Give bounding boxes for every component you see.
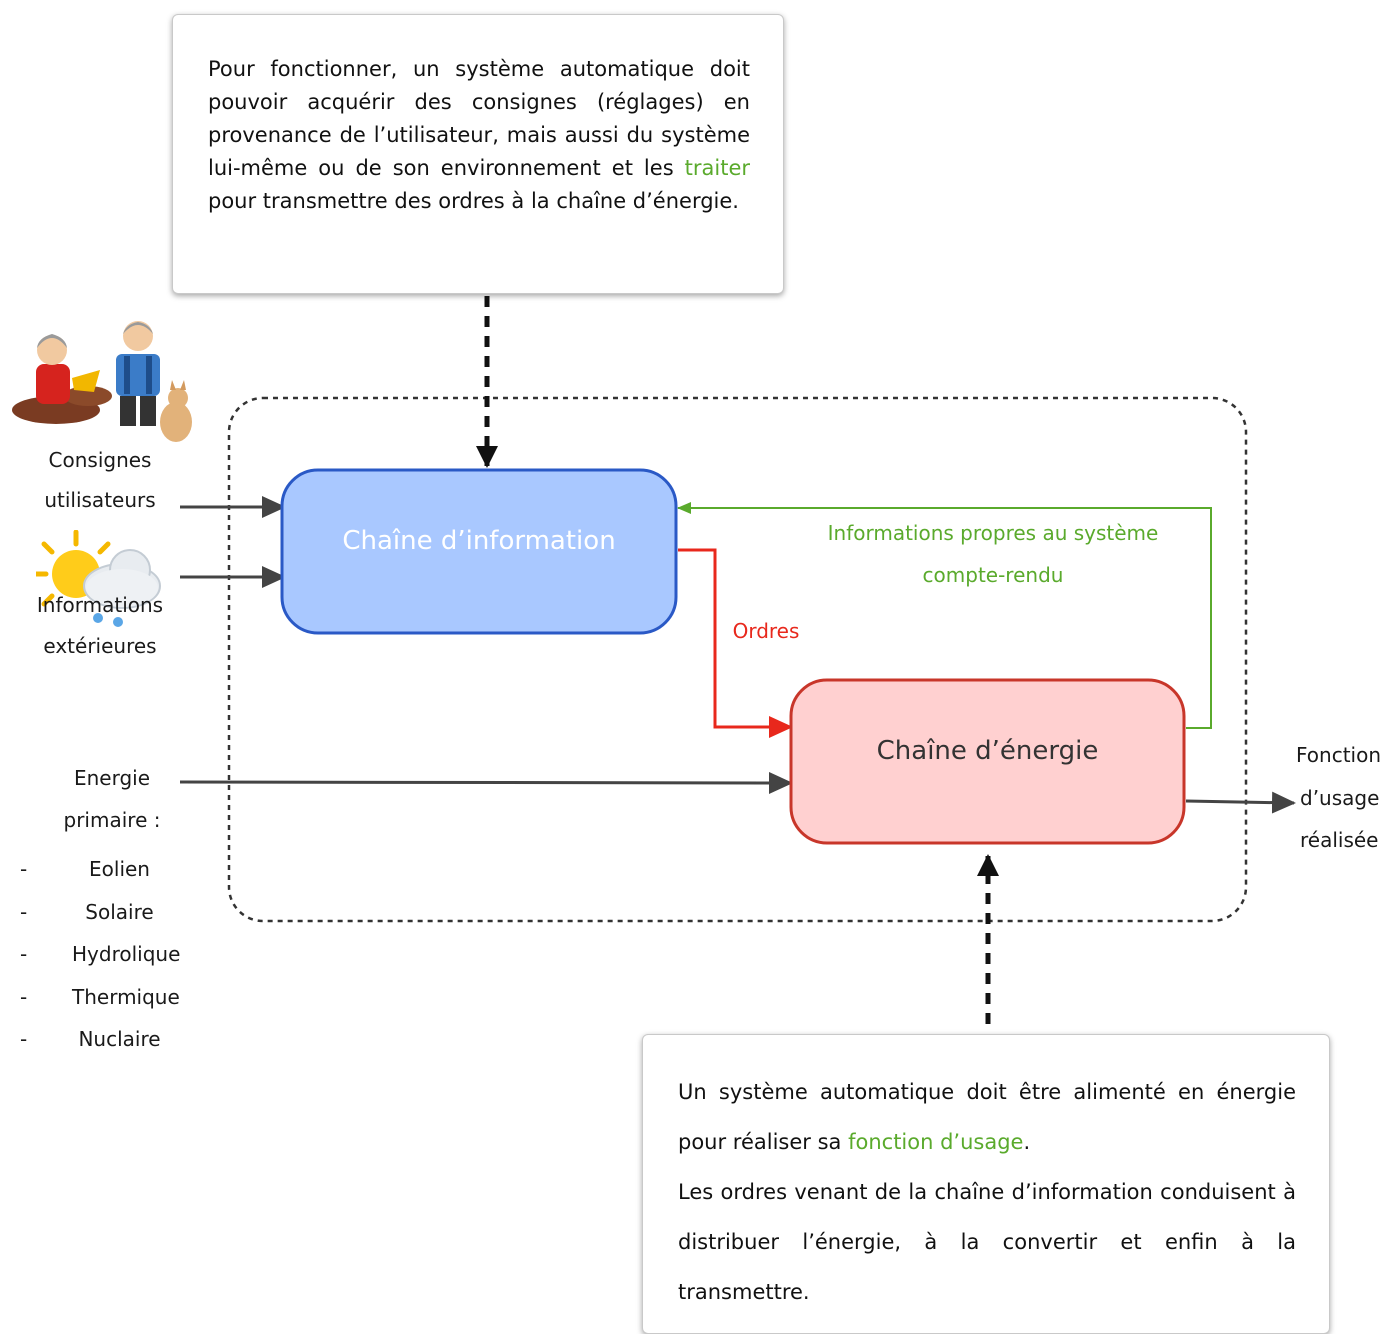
- energy-source-name: Hydrolique: [72, 942, 181, 967]
- system-boundary: [227, 396, 1248, 923]
- list-bullet: -: [20, 899, 28, 924]
- callout-information-chain: Pour fonctionner, un système automatique…: [172, 14, 784, 294]
- output-label-line-2: d’usage: [1300, 786, 1380, 810]
- list-bullet: -: [20, 1027, 28, 1052]
- energy-chain-block: [789, 678, 1186, 845]
- orders-label: Ordres: [732, 619, 800, 643]
- energy-source-name: Nuclaire: [78, 1027, 161, 1052]
- callout-information-chain-text: Pour fonctionner, un système automatique…: [208, 53, 750, 218]
- information-chain-block: [280, 468, 678, 635]
- external-input-label-line-1: Informations: [36, 593, 164, 617]
- callout-bottom-text-end: .: [1023, 1130, 1031, 1154]
- feedback-arrow: [677, 502, 1212, 729]
- callout-top-highlight: traiter: [684, 156, 750, 180]
- energy-source-item: - Nuclaire: [20, 1018, 167, 1061]
- output-label-line-3: réalisée: [1300, 828, 1379, 852]
- energy-input-arrow: [179, 771, 793, 794]
- energy-source-item: - Eolien: [20, 848, 167, 891]
- energy-source-item: - Thermique: [20, 976, 180, 1019]
- callout-bottom-paragraph-1: Un système automatique doit être aliment…: [678, 1067, 1296, 1167]
- list-bullet: -: [20, 942, 28, 967]
- information-chain-label: Chaîne d’information: [342, 526, 616, 556]
- energy-input-label-line-1: Energie: [73, 766, 151, 790]
- energy-source-list: -Eolien -Solaire -Hydrolique -Thermique …: [20, 848, 181, 1061]
- energy-input-label-line-2: primaire :: [63, 808, 161, 832]
- energy-source-name: Solaire: [85, 899, 154, 924]
- feedback-label-line-1: Informations propres au système: [827, 521, 1159, 545]
- feedback-label-line-2: compte-rendu: [922, 563, 1064, 587]
- family-figures-icon: [12, 321, 192, 442]
- output-arrow: [1185, 791, 1296, 814]
- external-input-label-line-2: extérieures: [43, 634, 157, 658]
- callout-top-text-end: pour transmettre des ordres à la chaîne …: [208, 189, 739, 213]
- user-input-label-line-2: utilisateurs: [44, 488, 156, 512]
- user-input-label-line-1: Consignes: [48, 448, 152, 472]
- callout-bottom-paragraph-2: Les ordres venant de la chaîne d’informa…: [678, 1180, 1296, 1304]
- output-label-line-1: Fonction: [1296, 743, 1382, 767]
- callout-energy-chain-text: Un système automatique doit être aliment…: [678, 1067, 1296, 1317]
- energy-source-item: - Hydrolique: [20, 933, 181, 976]
- list-bullet: -: [20, 984, 28, 1009]
- callout-energy-chain: Un système automatique doit être aliment…: [642, 1034, 1330, 1334]
- callout-bottom-text-start: Un système automatique doit être aliment…: [678, 1080, 1296, 1154]
- energy-source-item: - Solaire: [20, 891, 167, 934]
- callout-top-text-start: Pour fonctionner, un système automatique…: [208, 57, 750, 180]
- callout-bottom-highlight: fonction d’usage: [848, 1130, 1024, 1154]
- energy-source-name: Thermique: [72, 984, 180, 1009]
- energy-chain-label: Chaîne d’énergie: [876, 736, 1099, 766]
- list-bullet: -: [20, 857, 28, 882]
- orders-arrow: [678, 548, 793, 738]
- sun-cloud-rain-icon: [36, 530, 161, 627]
- energy-source-name: Eolien: [89, 857, 150, 882]
